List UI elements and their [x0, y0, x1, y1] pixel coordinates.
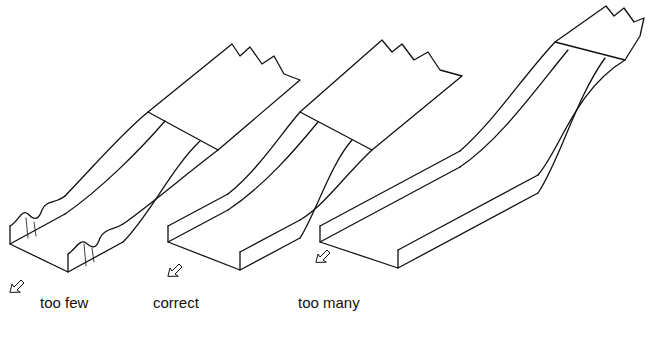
condition-label: too few — [40, 294, 88, 312]
condition-label: too many — [298, 294, 360, 312]
condition-label: correct — [153, 294, 199, 312]
strip-correct — [168, 40, 462, 270]
strip-too-few — [10, 44, 300, 272]
direction-arrow — [10, 250, 330, 292]
strip-too-many — [320, 6, 644, 268]
